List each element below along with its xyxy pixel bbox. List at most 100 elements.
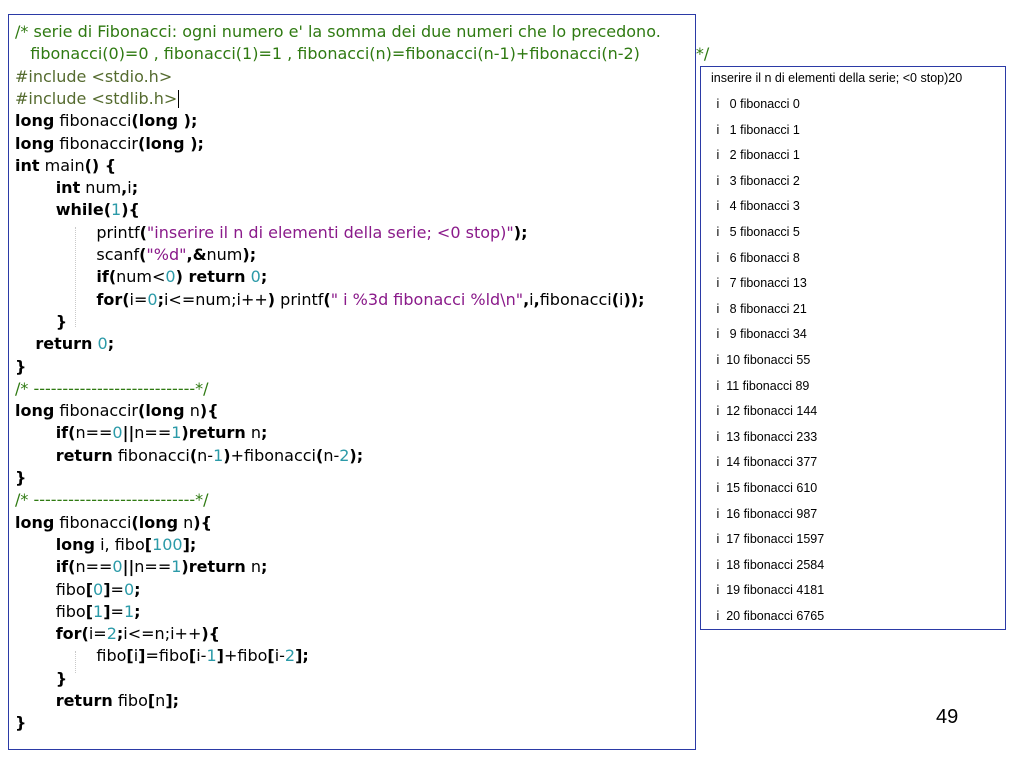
code-token: (: [81, 624, 89, 644]
code-token: return: [55, 691, 113, 710]
code-token: if: [55, 557, 69, 577]
code-token: /* ----------------------------*/: [15, 490, 209, 510]
console-output-row: i 5 fibonacci 5: [713, 225, 800, 239]
code-token: (: [189, 445, 198, 465]
code-line: if(n==0||n==1)return n;: [15, 556, 268, 578]
code-token: (: [131, 512, 139, 532]
code-token: (: [611, 289, 620, 309]
console-output-row: i 1 fibonacci 1: [713, 122, 800, 137]
code-token: num: [80, 178, 122, 198]
code-token: num<: [116, 267, 166, 287]
code-token: long: [145, 133, 185, 153]
code-token: n: [245, 423, 262, 443]
code-token: n==: [134, 423, 172, 443]
code-token: 1: [213, 445, 224, 465]
code-token: i=: [129, 289, 148, 309]
code-token: n-: [323, 445, 340, 465]
code-token: (: [139, 245, 147, 264]
code-token: (: [138, 401, 146, 421]
code-token: return: [188, 557, 246, 577]
code-token: [15, 334, 35, 353]
code-token: ,: [523, 289, 530, 309]
code-token: ));: [623, 289, 645, 309]
code-token: fibonacci: [112, 445, 190, 465]
code-token: fibonaccir: [54, 133, 138, 153]
code-token: ]: [216, 646, 224, 666]
code-token: [: [267, 646, 275, 666]
code-token: int: [15, 155, 40, 175]
code-token: long: [55, 534, 96, 554]
code-token: fibo: [15, 579, 86, 599]
code-line: return 0;: [15, 333, 114, 355]
code-token: ){: [121, 200, 140, 220]
code-token: 1: [93, 601, 104, 621]
code-token: +fibonacci: [230, 445, 316, 465]
code-token: [15, 624, 56, 643]
code-token: ,&: [186, 245, 207, 264]
code-line: }: [15, 712, 26, 734]
code-token: ){: [193, 512, 212, 532]
code-token: for: [55, 624, 82, 644]
code-token: =fibo: [145, 646, 189, 666]
code-token: i, fibo: [95, 534, 145, 554]
code-token: 0: [123, 579, 135, 599]
code-token: int: [55, 178, 81, 198]
code-token: n: [155, 691, 166, 710]
code-token: n==: [134, 557, 172, 577]
code-token: ;: [116, 624, 124, 644]
code-token: ]: [103, 601, 111, 621]
code-token: ;: [134, 579, 141, 599]
code-token: fibonaccir: [54, 401, 138, 421]
code-token: );: [513, 222, 528, 242]
code-token: i-: [274, 646, 285, 666]
code-token: scanf: [15, 245, 140, 264]
code-token: 0: [93, 579, 104, 599]
code-line: int main() {: [15, 155, 116, 177]
code-token: fibo: [112, 691, 148, 710]
code-token: [15, 290, 96, 309]
code-token: }: [15, 713, 27, 733]
code-line: long fibonacci(long n){: [15, 512, 212, 534]
code-token: ]: [138, 646, 146, 666]
code-token: if: [55, 423, 69, 443]
code-token: ;: [261, 557, 268, 577]
code-token: 1: [171, 557, 182, 577]
code-token: (: [139, 222, 147, 242]
code-editor-panel[interactable]: /* serie di Fibonacci: ogni numero e' la…: [8, 14, 709, 750]
console-output-row: i 12 fibonacci 144: [713, 404, 818, 419]
code-token: [15, 312, 56, 331]
code-token: main: [39, 155, 85, 175]
code-token: i: [133, 646, 139, 666]
code-token: ;: [107, 334, 115, 354]
code-line: printf("inserire il n di elementi della …: [15, 222, 527, 244]
code-token: =: [110, 579, 124, 599]
code-token: long: [15, 133, 55, 153]
console-output-row: i 17 fibonacci 1597: [713, 532, 825, 547]
code-token: fibonacci: [54, 111, 132, 131]
console-output-row: i 19 fibonacci 4181: [713, 583, 825, 598]
code-token: ,: [121, 178, 128, 198]
code-token: i: [529, 289, 534, 309]
code-token: [: [85, 579, 94, 599]
code-token: if: [96, 267, 109, 287]
code-line: if(num<0) return 0;: [15, 266, 267, 288]
code-token: fibonacci: [54, 512, 132, 532]
code-token: fibo: [15, 646, 127, 666]
code-token: ];: [182, 534, 197, 554]
code-token: i: [619, 289, 624, 309]
code-token: [15, 691, 56, 710]
code-token: 1: [206, 646, 217, 666]
code-token: }: [15, 468, 27, 487]
code-token: (: [316, 445, 324, 465]
code-token: return: [188, 267, 246, 287]
indent-guide: [75, 651, 76, 673]
console-output-row: i 10 fibonacci 55: [713, 353, 811, 367]
code-token: ): [175, 267, 189, 287]
console-output-row: i 15 fibonacci 610: [713, 481, 818, 495]
code-token: i=: [88, 624, 107, 644]
code-token: [15, 178, 56, 197]
code-line: long i, fibo[100];: [15, 534, 197, 556]
code-token: 0: [97, 334, 108, 354]
code-token: " i %3d fibonacci %ld\n": [330, 289, 524, 309]
code-token: n: [178, 512, 194, 532]
